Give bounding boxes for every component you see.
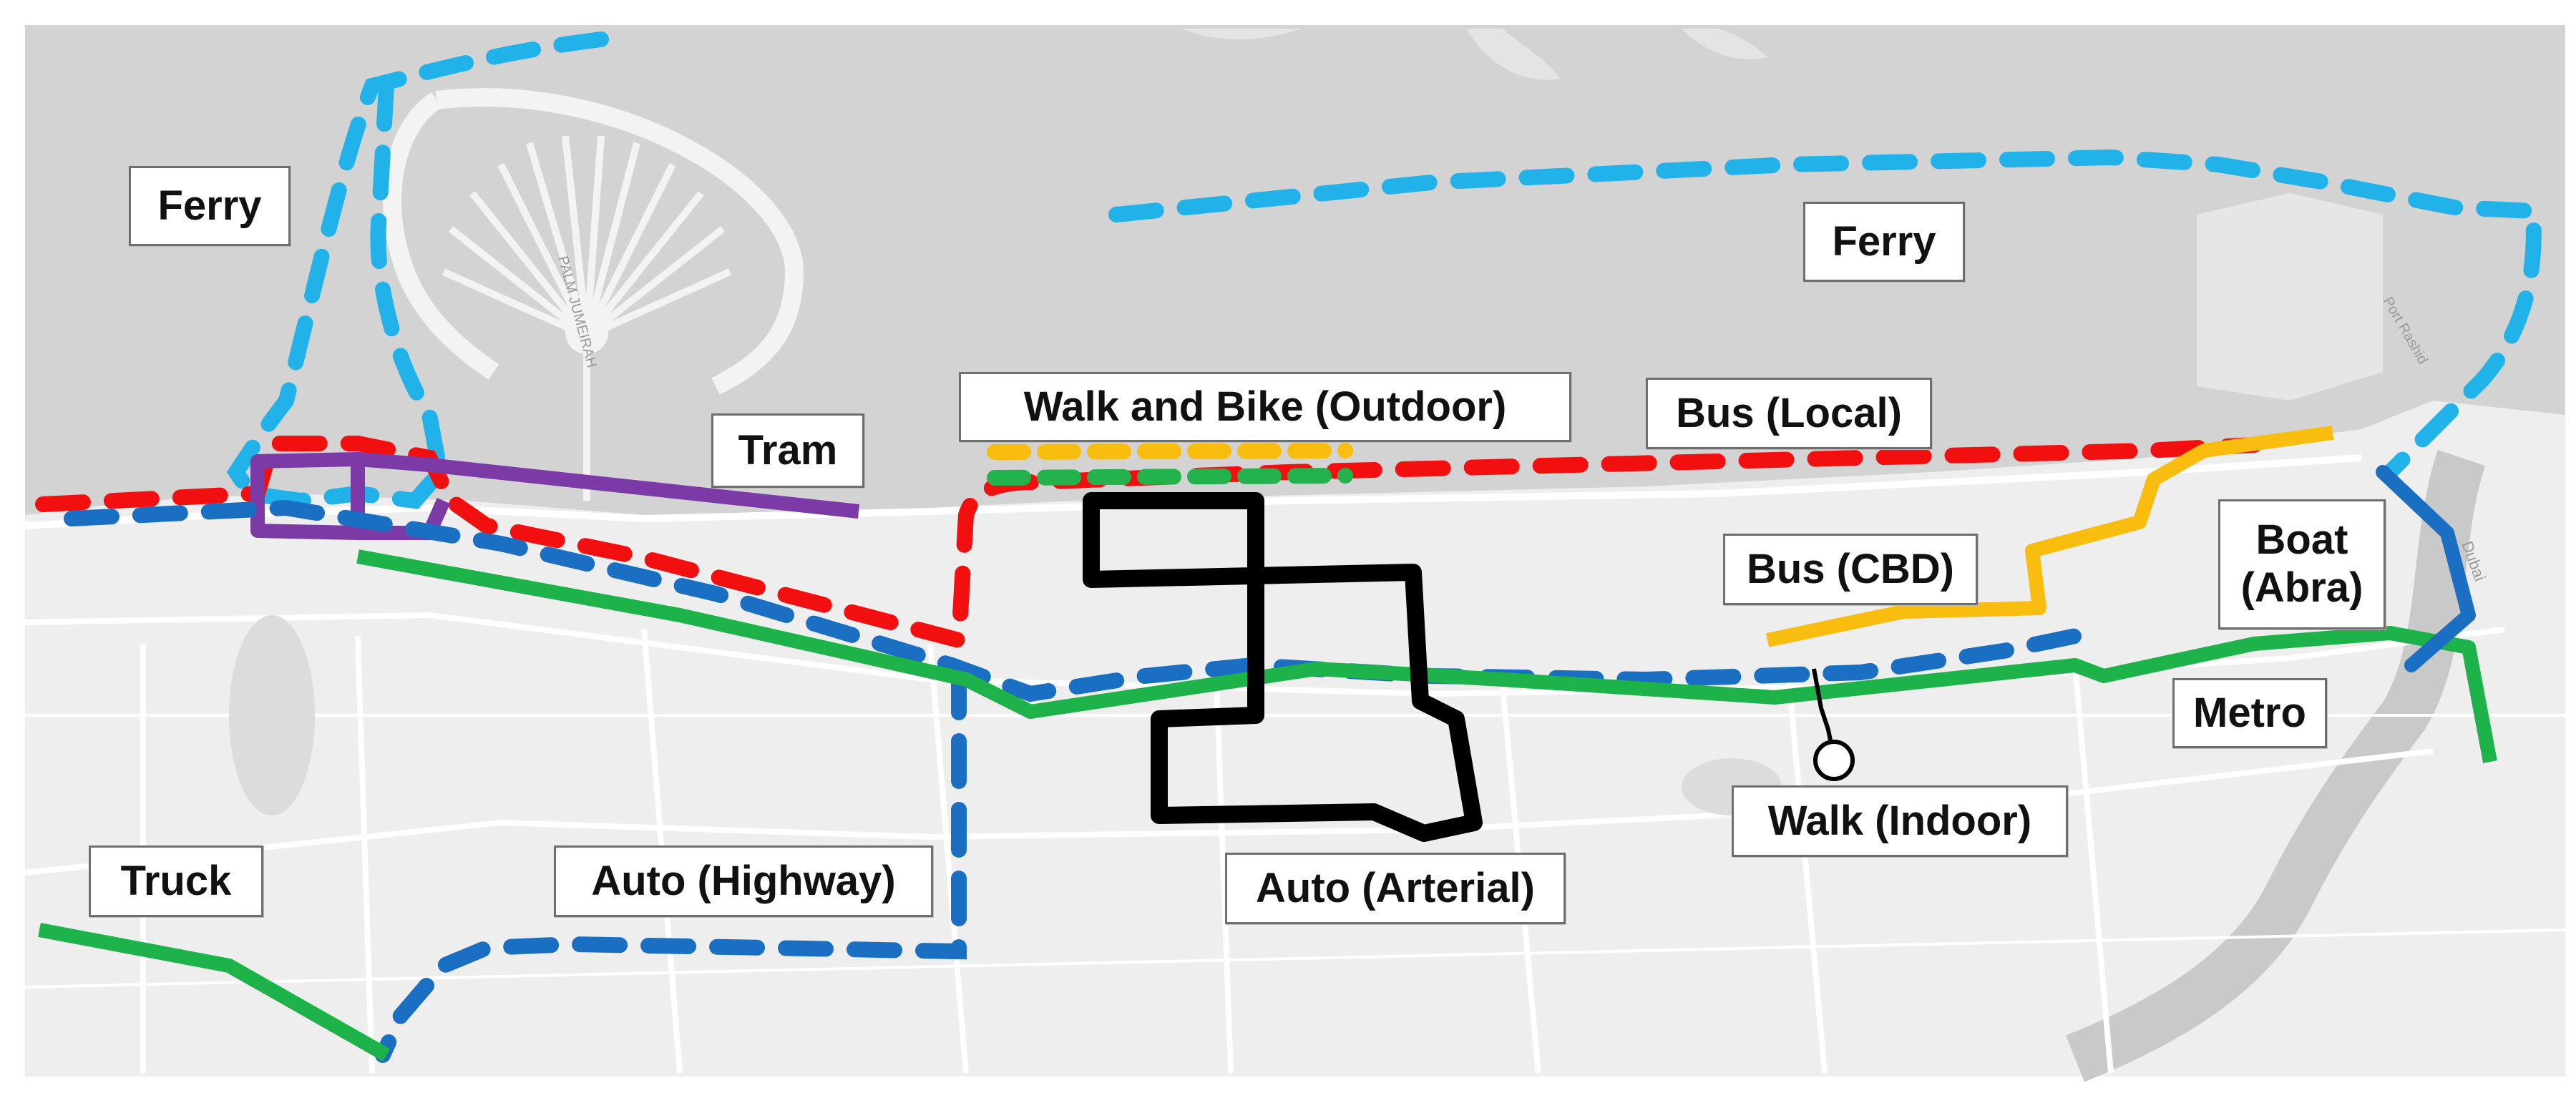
label-ferry-east: Ferry [1803,202,1965,282]
label-metro: Metro [2172,678,2327,748]
label-auto-highway: Auto (Highway) [554,845,933,917]
truck-route [38,923,390,1062]
ferry-east-route [1108,149,2542,480]
palm-island [383,88,804,501]
road-network [24,612,2566,1074]
label-bus-cbd: Bus (CBD) [1723,534,1978,605]
bus-cbd-route [1765,426,2334,647]
label-bus-local: Bus (Local) [1646,378,1932,449]
islands [1181,29,1767,80]
auto-highway-route [64,499,2097,1063]
auto-arterial-route [1083,492,1483,842]
walk-indoor-circle-icon [1813,740,1855,781]
walk-bike-green-route [987,468,1353,486]
dubai-creek [2065,449,2486,1082]
walk-indoor-connector [1812,668,1834,748]
label-boat-abra: Boat (Abra) [2218,499,2386,629]
label-auto-arterial: Auto (Arterial) [1225,853,1566,924]
port-rashid [2197,193,2383,401]
metro-route [356,549,2497,763]
label-ferry-west: Ferry [129,166,291,246]
label-walk-indoor: Walk (Indoor) [1732,785,2068,857]
label-tram: Tram [711,413,864,488]
label-truck: Truck [89,845,263,917]
walk-bike-yellow-route [987,443,1353,460]
ferry-west-route [226,31,609,509]
boat-route [2376,465,2476,672]
label-walk-bike-outdoor: Walk and Bike (Outdoor) [959,372,1571,442]
